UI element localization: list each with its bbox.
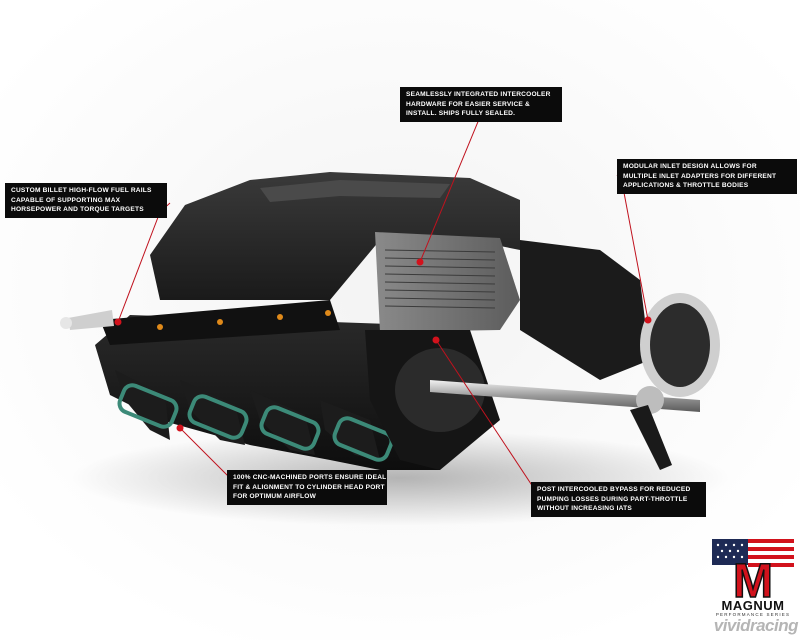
- inlet-bore: [650, 303, 710, 387]
- bypass-shaft: [430, 380, 700, 412]
- magnum-logo: M: [712, 539, 794, 609]
- callout-line: HORSEPOWER AND TORQUE TARGETS: [11, 206, 144, 214]
- callout-line: PUMPING LOSSES DURING PART-THROTTLE: [537, 495, 688, 503]
- lid-ridge: [260, 180, 450, 202]
- fuel-rail-bolts: [157, 310, 331, 330]
- callout-line: INSTALL. SHIPS FULLY SEALED.: [406, 110, 516, 118]
- actuator-arm: [630, 405, 672, 470]
- leader-dots: [114, 258, 652, 432]
- callout-line: POST INTERCOOLED BYPASS FOR REDUCED: [537, 486, 691, 493]
- flag-stripes: [748, 539, 794, 567]
- callout-line: MULTIPLE INLET ADAPTERS FOR DIFFERENT: [623, 172, 777, 180]
- callout-fuel-rails: CUSTOM BILLET HIGH-FLOW FUEL RAILS CAPAB…: [5, 183, 167, 218]
- callout-line: SEAMLESSLY INTEGRATED INTERCOOLER: [406, 91, 551, 98]
- fuel-fitting: [68, 310, 114, 330]
- callout-line: CAPABLE OF SUPPORTING MAX: [11, 196, 121, 204]
- flag-stars: [716, 543, 744, 559]
- watermark: vividracing: [713, 616, 799, 635]
- callout-bypass: POST INTERCOOLED BYPASS FOR REDUCED PUMP…: [531, 482, 706, 517]
- fuel-fitting-cap: [60, 317, 72, 329]
- logo-tagline: PERFORMANCE SERIES: [715, 612, 791, 617]
- callout-line: APPLICATIONS & THROTTLE BODIES: [623, 182, 749, 190]
- intercooler-cutaway: [375, 232, 520, 332]
- callout-line: 100% CNC-MACHINED PORTS ENSURE IDEAL: [233, 474, 387, 481]
- logo-letter: M: [733, 555, 773, 608]
- callout-line: MODULAR INLET DESIGN ALLOWS FOR: [623, 163, 757, 170]
- inlet-housing: [520, 240, 650, 380]
- intake-runners: [115, 370, 394, 462]
- callout-ports: 100% CNC-MACHINED PORTS ENSURE IDEAL FIT…: [227, 470, 387, 505]
- callout-line: FIT & ALIGNMENT TO CYLINDER HEAD PORT: [233, 483, 385, 491]
- logo-wordmark: MAGNUM: [721, 598, 785, 613]
- callout-inlet: MODULAR INLET DESIGN ALLOWS FOR MULTIPLE…: [617, 159, 797, 194]
- callout-line: HARDWARE FOR EASIER SERVICE &: [406, 100, 531, 108]
- callout-line: WITHOUT INCREASING IATS: [537, 505, 632, 513]
- callout-line: FOR OPTIMUM AIRFLOW: [233, 493, 317, 501]
- intercooler-core: [384, 249, 496, 309]
- callout-intercooler: SEAMLESSLY INTEGRATED INTERCOOLER HARDWA…: [400, 87, 562, 122]
- callout-line: CUSTOM BILLET HIGH-FLOW FUEL RAILS: [11, 187, 152, 194]
- intercooler-lid: [150, 172, 520, 300]
